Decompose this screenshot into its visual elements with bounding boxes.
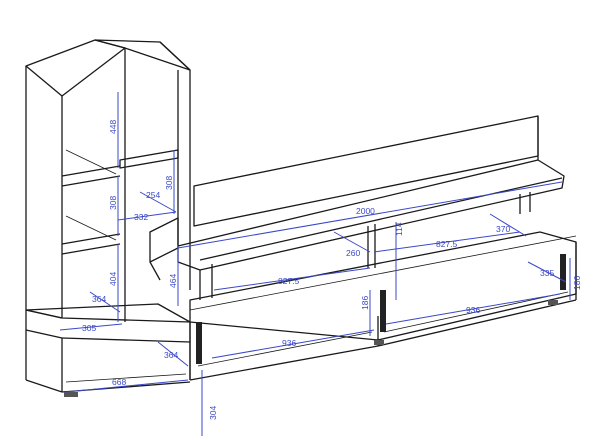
dim-364-lower: 364 [164, 350, 178, 360]
hinge-brackets [196, 254, 566, 364]
dim-936-right: 936 [466, 305, 480, 315]
tall-cabinet-door [94, 39, 191, 290]
tv-unit-top-panel [177, 115, 565, 271]
dim-335: 335 [540, 268, 554, 278]
dim-404: 404 [108, 272, 118, 286]
dim-827-5-left: 827.5 [278, 276, 300, 286]
dim-186-mid: 186 [360, 296, 370, 310]
dim-2000: 2000 [356, 206, 375, 216]
dim-308-left: 308 [108, 196, 118, 210]
dim-304: 304 [208, 406, 218, 420]
dim-464: 464 [168, 274, 178, 288]
dim-370: 370 [496, 224, 510, 234]
dim-114: 114 [394, 222, 404, 236]
dim-448: 448 [108, 120, 118, 134]
dim-305: 305 [82, 323, 96, 333]
dim-260: 260 [346, 248, 360, 258]
tv-unit-lower-body [189, 192, 577, 381]
dimension-lines [59, 92, 571, 436]
dim-936-left: 936 [282, 338, 296, 348]
dimension-labels: 448 308 308 254 332 404 364 305 464 364 … [82, 120, 582, 420]
dim-254: 254 [146, 190, 160, 200]
dim-332: 332 [134, 212, 148, 222]
dim-668: 668 [112, 377, 126, 387]
dim-364-left: 364 [92, 294, 106, 304]
dim-186-right: 186 [572, 276, 582, 290]
dim-827-5-right: 827.5 [436, 239, 458, 249]
dim-308-right: 308 [164, 176, 174, 190]
